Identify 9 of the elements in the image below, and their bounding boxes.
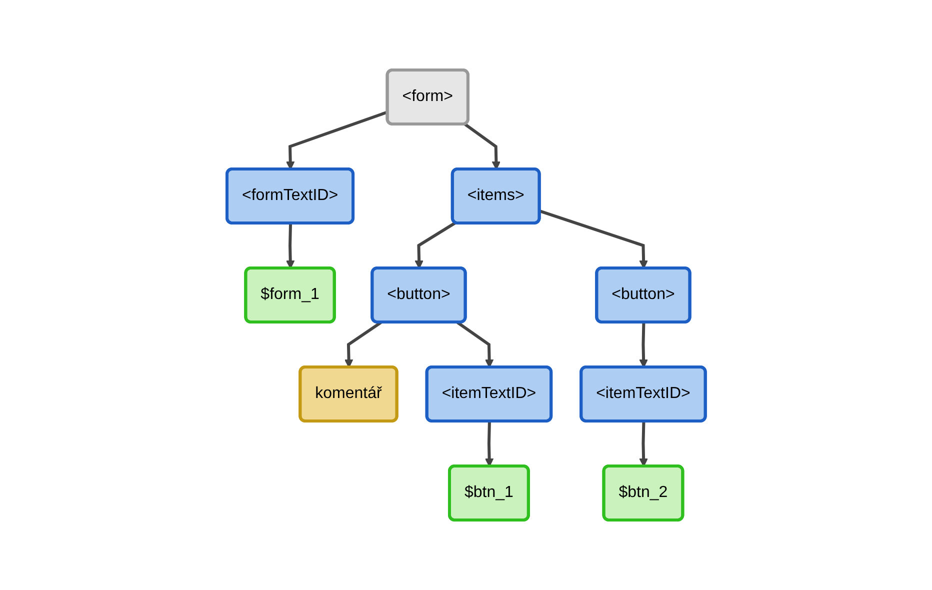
arrow <box>456 321 494 368</box>
arrow <box>344 321 382 368</box>
arrow <box>539 210 648 269</box>
arrow <box>286 223 295 269</box>
arrow <box>638 421 648 467</box>
arrow <box>484 421 494 467</box>
arrow <box>464 123 500 170</box>
arrow <box>414 222 456 269</box>
arrow <box>638 322 648 368</box>
